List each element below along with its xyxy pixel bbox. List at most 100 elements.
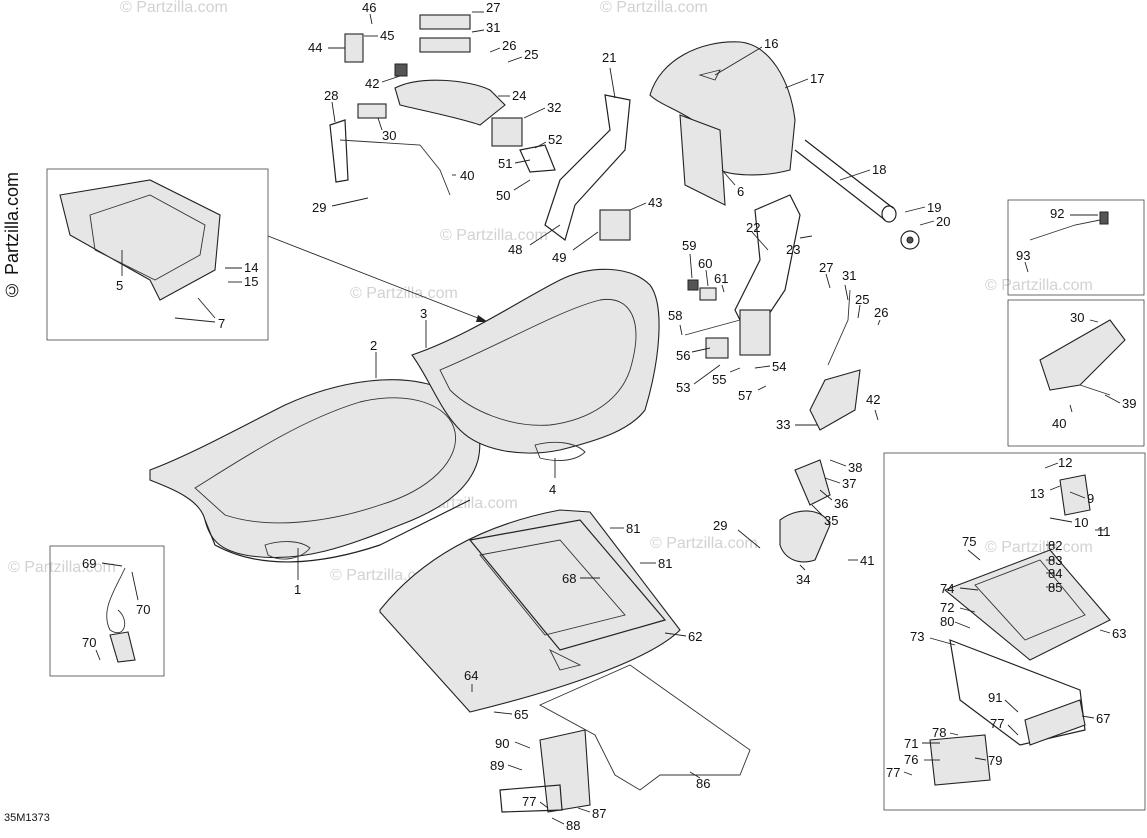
callout-27b: 27 xyxy=(819,260,833,289)
svg-text:79: 79 xyxy=(988,753,1002,768)
callout-65: 65 xyxy=(493,707,528,722)
callout-51: 51 xyxy=(498,156,531,171)
callout-30b: 30 xyxy=(1070,310,1099,325)
svg-text:29: 29 xyxy=(312,200,326,215)
seat-front xyxy=(149,379,481,563)
svg-text:48: 48 xyxy=(508,242,522,257)
svg-text:51: 51 xyxy=(498,156,512,171)
svg-text:81: 81 xyxy=(626,521,640,536)
svg-text:21: 21 xyxy=(602,50,616,65)
svg-text:53: 53 xyxy=(676,380,690,395)
callout-59: 59 xyxy=(682,238,696,279)
callout-10: 10 xyxy=(1049,515,1088,530)
tether-cable xyxy=(106,567,126,633)
callout-40a: 40 xyxy=(452,168,474,183)
callout-67: 67 xyxy=(1081,711,1110,726)
callout-46: 46 xyxy=(362,0,376,25)
svg-text:41: 41 xyxy=(860,553,874,568)
callout-64: 64 xyxy=(464,668,478,692)
svg-text:49: 49 xyxy=(552,250,566,265)
callout-88: 88 xyxy=(551,817,580,833)
svg-text:45: 45 xyxy=(380,28,394,43)
svg-text:55: 55 xyxy=(712,372,726,387)
svg-text:77: 77 xyxy=(886,765,900,780)
callout-1: 1 xyxy=(294,548,301,597)
svg-text:65: 65 xyxy=(514,707,528,722)
svg-text:22: 22 xyxy=(746,220,760,235)
callout-7: 7 xyxy=(174,297,225,331)
svg-text:42: 42 xyxy=(365,76,379,91)
callout-77a: 77 xyxy=(990,716,1019,736)
svg-text:85: 85 xyxy=(1048,580,1062,595)
callout-20: 20 xyxy=(919,214,950,229)
svg-text:32: 32 xyxy=(547,100,561,115)
svg-text:13: 13 xyxy=(1030,486,1044,501)
svg-text:40: 40 xyxy=(1052,416,1066,431)
callout-17: 17 xyxy=(784,71,824,89)
callout-42b: 42 xyxy=(866,392,880,421)
svg-text:5: 5 xyxy=(116,278,123,293)
callout-28: 28 xyxy=(324,88,338,123)
watermark: © Partzilla.com xyxy=(650,535,758,552)
callout-45: 45 xyxy=(364,28,394,43)
watermark: © Partzilla.com xyxy=(985,539,1093,556)
svg-text:6: 6 xyxy=(737,184,744,199)
svg-text:70: 70 xyxy=(82,635,96,650)
seat-rear xyxy=(411,268,660,461)
inset-box-harness xyxy=(1007,199,1145,296)
svg-text:93: 93 xyxy=(1016,248,1030,263)
svg-text:68: 68 xyxy=(562,571,576,586)
callout-83: 83 xyxy=(1046,553,1062,568)
svg-text:83: 83 xyxy=(1048,553,1062,568)
plate-67 xyxy=(1024,699,1086,746)
grip-inset-wire xyxy=(1079,384,1111,396)
callout-52: 52 xyxy=(534,132,562,149)
svg-text:14: 14 xyxy=(244,260,258,275)
callout-63: 63 xyxy=(1099,626,1126,641)
callout-14: 14 xyxy=(225,260,258,275)
callout-13: 13 xyxy=(1030,485,1061,501)
callout-2: 2 xyxy=(370,338,377,378)
seat-base-tray xyxy=(379,509,681,713)
svg-text:36: 36 xyxy=(834,496,848,511)
harness-cable xyxy=(1029,219,1101,241)
callout-38: 38 xyxy=(829,459,862,475)
callout-26a: 26 xyxy=(489,38,516,53)
backrest xyxy=(649,41,796,206)
callout-68: 68 xyxy=(562,571,600,586)
svg-text:67: 67 xyxy=(1096,711,1110,726)
svg-text:25: 25 xyxy=(524,47,538,62)
svg-text:10: 10 xyxy=(1074,515,1088,530)
callout-61: 61 xyxy=(714,271,728,293)
callout-34: 34 xyxy=(796,564,810,587)
callout-81a: 81 xyxy=(610,521,640,536)
svg-text:15: 15 xyxy=(244,274,258,289)
watermark: © Partzilla.com xyxy=(440,227,548,244)
callout-22: 22 xyxy=(746,220,769,251)
watermark: © Partzilla.com xyxy=(350,285,458,302)
svg-text:28: 28 xyxy=(324,88,338,103)
svg-text:44: 44 xyxy=(308,40,322,55)
svg-text:71: 71 xyxy=(904,736,918,751)
svg-text:26: 26 xyxy=(874,305,888,320)
watermark: © Partzilla.com xyxy=(120,0,228,16)
callout-23: 23 xyxy=(786,235,813,257)
callout-49: 49 xyxy=(552,231,599,265)
svg-text:86: 86 xyxy=(696,776,710,791)
callout-32: 32 xyxy=(523,100,561,119)
figure-code: 35M1373 xyxy=(4,812,50,824)
callout-91: 91 xyxy=(988,690,1019,713)
callout-5: 5 xyxy=(116,250,123,293)
svg-text:34: 34 xyxy=(796,572,810,587)
callout-26b: 26 xyxy=(874,305,888,326)
callout-31b: 31 xyxy=(842,268,856,301)
svg-text:17: 17 xyxy=(810,71,824,86)
callout-31a: 31 xyxy=(471,20,500,35)
callout-36: 36 xyxy=(819,489,848,511)
callout-56: 56 xyxy=(676,347,711,363)
callout-43: 43 xyxy=(629,195,662,211)
svg-text:50: 50 xyxy=(496,188,510,203)
callout-35: 35 xyxy=(811,504,838,528)
svg-text:89: 89 xyxy=(490,758,504,773)
svg-text:91: 91 xyxy=(988,690,1002,705)
